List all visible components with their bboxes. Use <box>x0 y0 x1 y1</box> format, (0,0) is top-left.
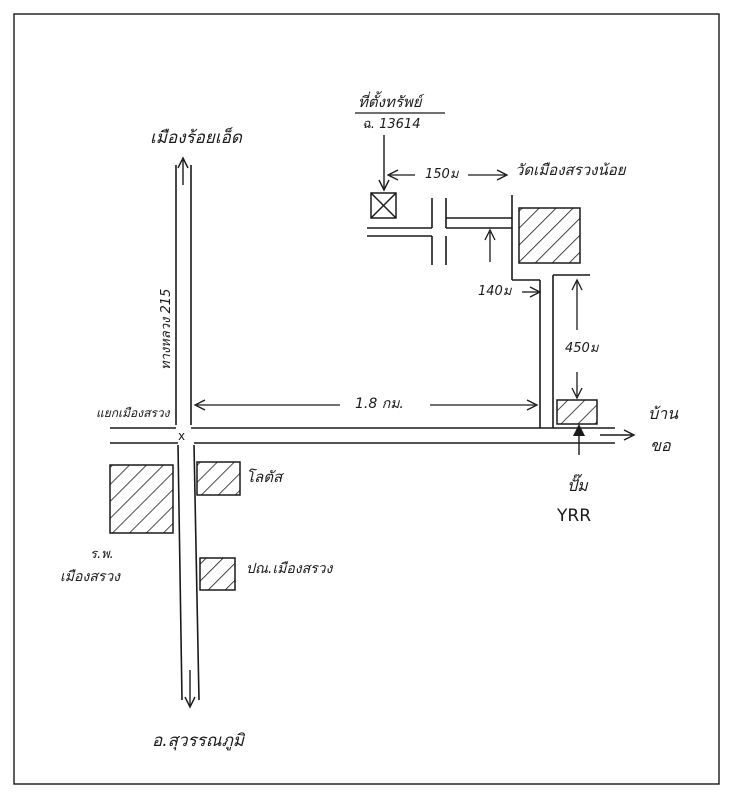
property-marker-icon <box>370 192 397 219</box>
distance-junction-station-label: 1.8 กม. <box>355 396 404 412</box>
east-destination-label-2: ขอ <box>650 436 671 455</box>
east-arrow-icon <box>600 429 636 441</box>
dimension-to-main-road <box>571 278 583 400</box>
post-office-label: ปณ.เมืองสรวง <box>246 561 333 577</box>
highway-215-road <box>175 165 200 701</box>
map-frame <box>13 13 720 785</box>
property-label: ที่ตั้งทรัพย์ <box>358 93 422 111</box>
distance-property-temple-label: 150ม <box>425 167 459 182</box>
north-destination-label: เมืองร้อยเอ็ด <box>150 128 242 148</box>
north-arrow-icon <box>177 156 189 185</box>
dimension-side-road <box>484 228 542 298</box>
dimension-junction-to-station <box>193 399 539 411</box>
south-destination-label: อ.สุวรรณภูมิ <box>152 731 244 751</box>
gas-station-icon <box>573 424 585 455</box>
hospital-label-1: ร.พ. <box>90 547 114 562</box>
lotus-block <box>196 461 241 496</box>
gas-station-label-1: ปั๊ม <box>567 476 588 495</box>
dimension-property-to-temple <box>386 169 509 181</box>
side-road-north <box>511 195 590 428</box>
temple-block <box>518 207 581 264</box>
post-office-block <box>199 557 236 591</box>
hospital-label-2: เมืองสรวง <box>60 569 121 585</box>
distance-side-road-label: 140ม <box>478 284 512 299</box>
south-arrow-icon <box>184 670 196 709</box>
property-pointer <box>378 135 390 192</box>
gas-station-block <box>556 399 598 425</box>
gas-station-label-2: YRR <box>557 506 592 526</box>
junction-label: แยกเมืองสรวง <box>96 406 170 420</box>
highway-label: ทางหลวง 215 <box>159 288 174 370</box>
property-access-road <box>367 198 512 265</box>
property-deed-label: ฉ. 13614 <box>362 117 421 132</box>
main-road-east <box>110 427 615 444</box>
lotus-label: โลตัส <box>246 468 283 486</box>
distance-main-road-label: 450ม <box>565 341 599 356</box>
east-destination-label-1: บ้าน <box>648 404 679 423</box>
junction-marker: x <box>178 429 185 443</box>
temple-label: วัดเมืองสรวงน้อย <box>515 161 626 179</box>
hospital-block <box>109 464 174 534</box>
